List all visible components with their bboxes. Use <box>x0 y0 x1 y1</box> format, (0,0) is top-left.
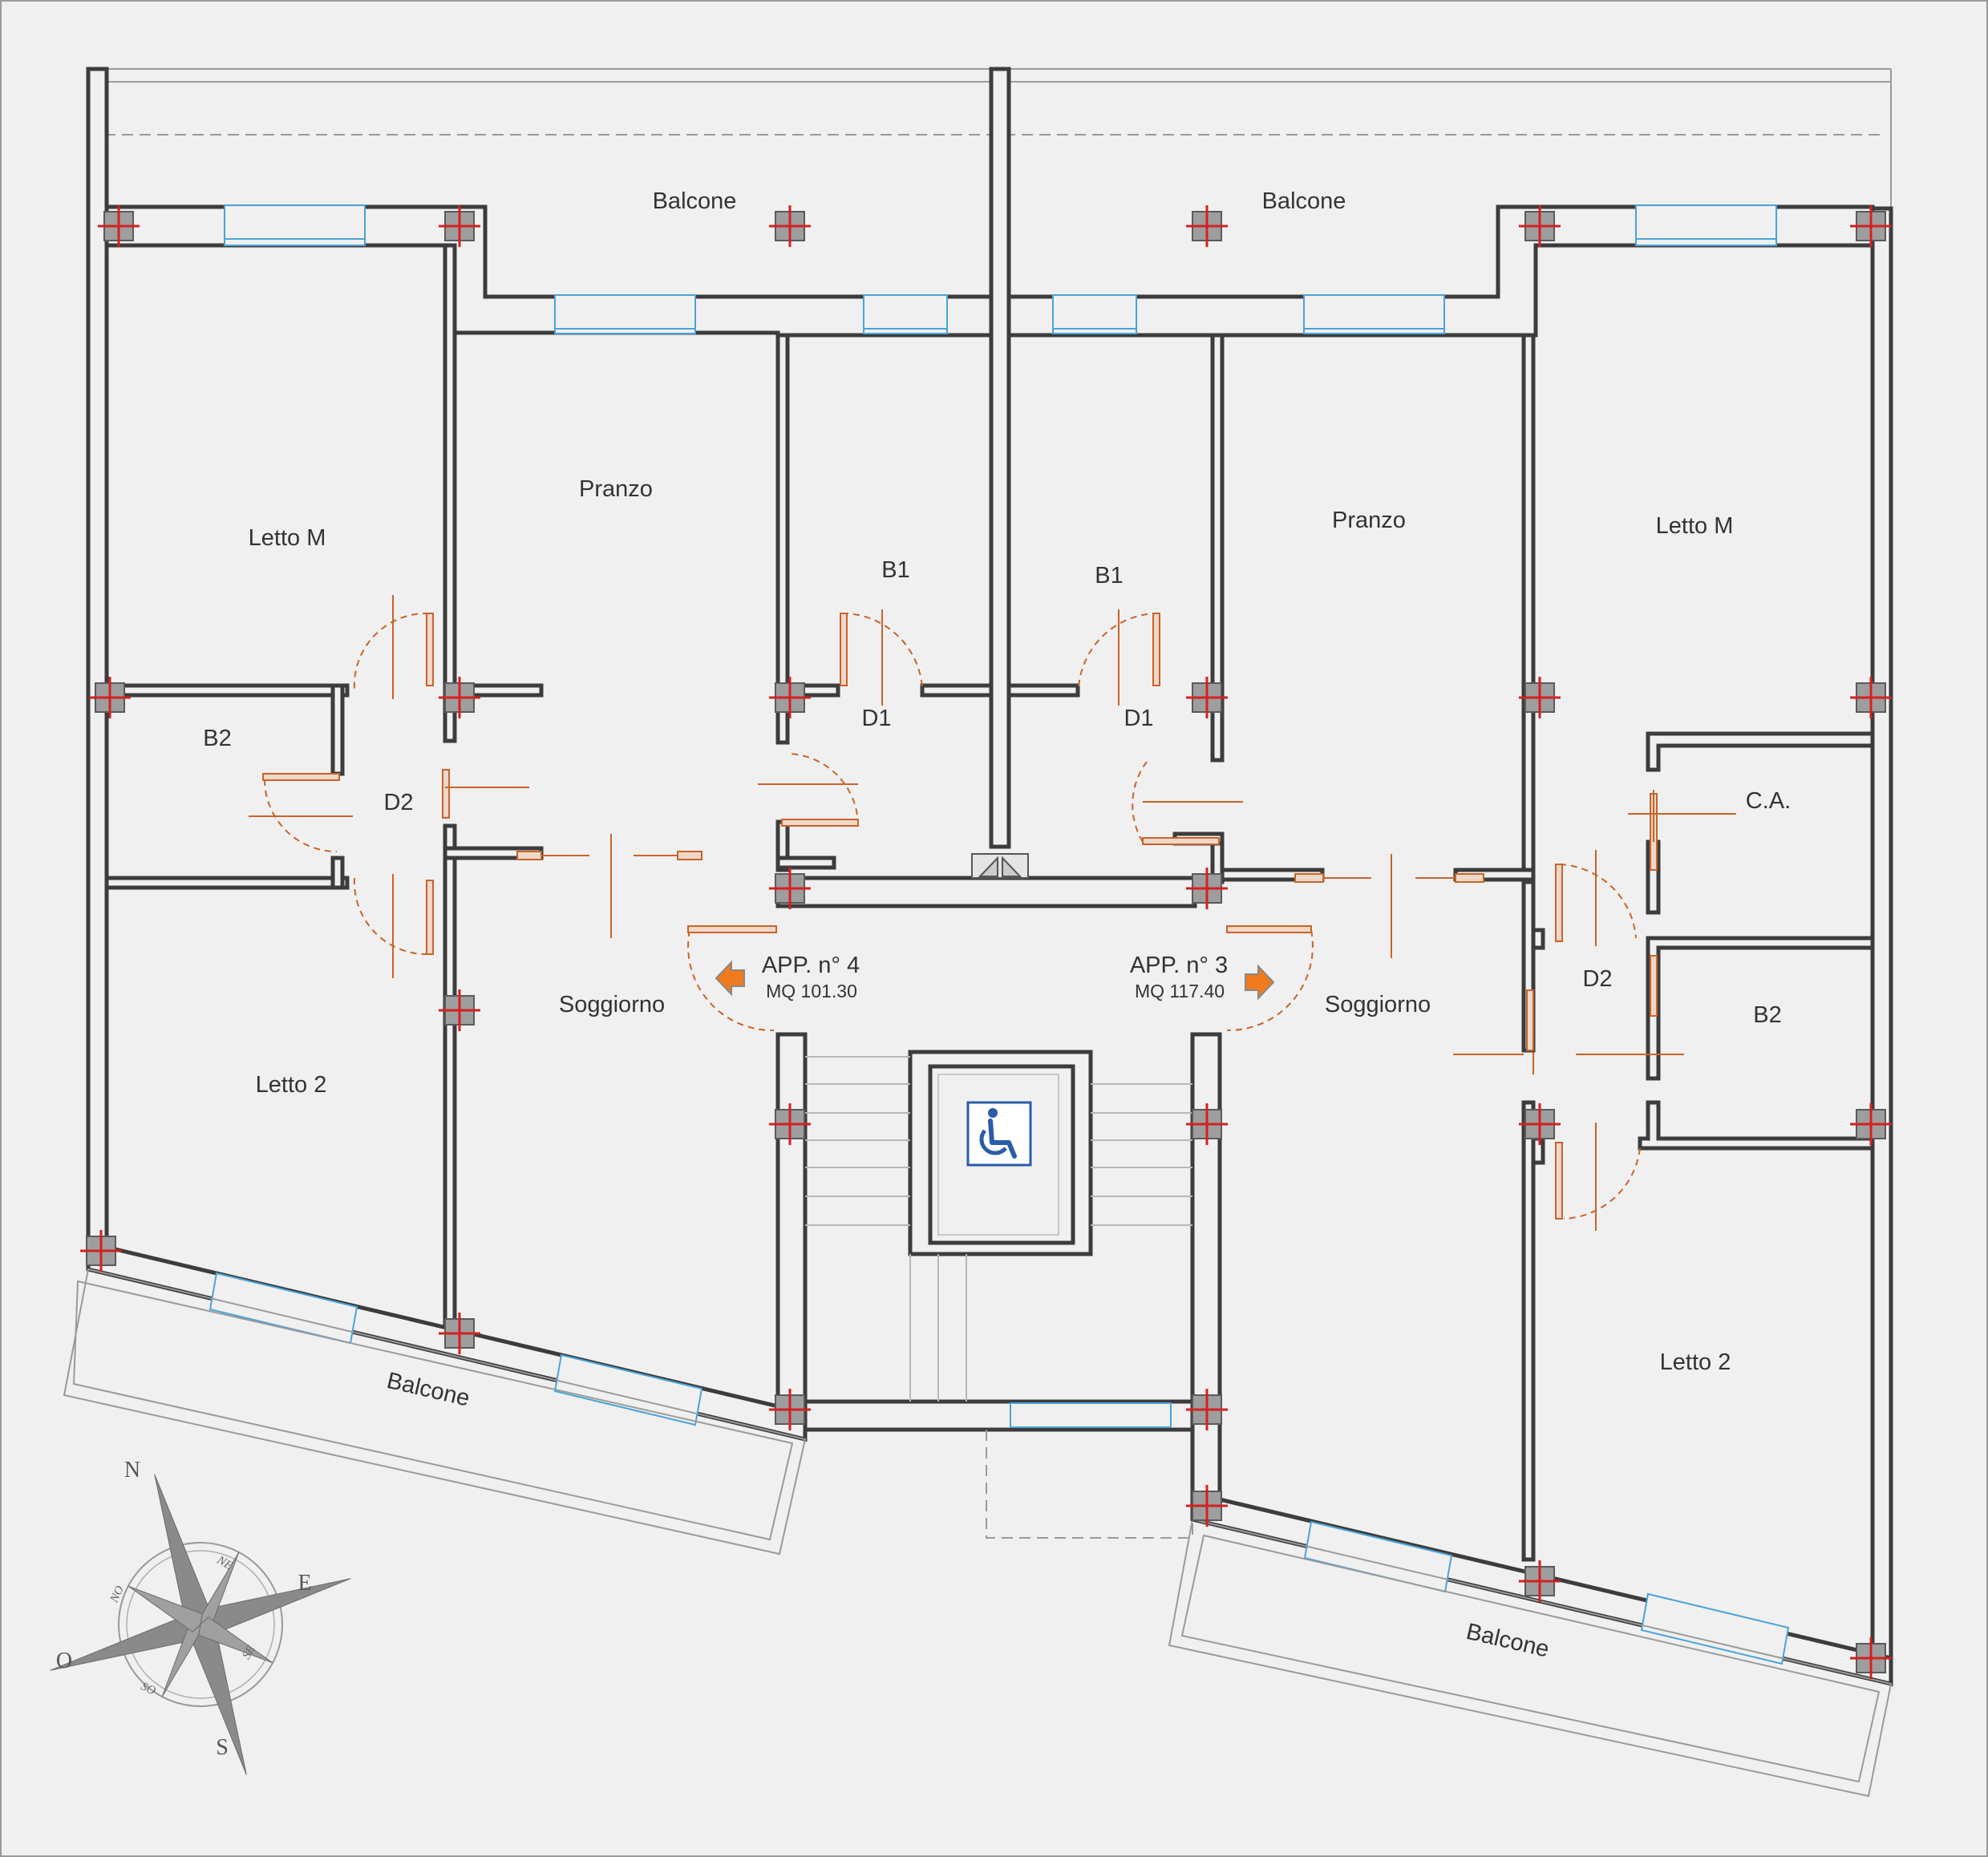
apartment-titles: APP. n° 4 MQ 101.30 APP. n° 3 MQ 117.40 <box>762 953 1228 1001</box>
column-25 <box>1519 1560 1561 1602</box>
column-13 <box>769 868 811 909</box>
column-26 <box>1850 1637 1892 1679</box>
south-windows <box>209 1272 1790 1665</box>
compass-rose: N E S O NE SE SO NO <box>50 1458 351 1775</box>
column-16 <box>769 1103 811 1145</box>
doors <box>249 595 1736 1231</box>
structural-columns <box>80 205 1892 1679</box>
compass-so-label: SO <box>139 1680 158 1697</box>
column-12 <box>1850 677 1892 718</box>
column-17 <box>1186 1103 1228 1145</box>
room-labels: Balcone Letto M Pranzo B1 B2 D2 D1 Soggi… <box>203 188 1791 1663</box>
app4-area: MQ 101.30 <box>766 981 857 1001</box>
soggiorno-app4-label: Soggiorno <box>559 992 665 1018</box>
compass-n-label: N <box>124 1458 140 1483</box>
b2-app3-label: B2 <box>1753 1002 1781 1028</box>
pranzo-app4-label: Pranzo <box>579 476 653 502</box>
letto-m-app3-label: Letto M <box>1656 513 1734 539</box>
column-22 <box>769 1389 811 1430</box>
b1-app4-label: B1 <box>881 557 909 583</box>
column-5 <box>1519 205 1561 247</box>
b1-app3-label: B1 <box>1095 563 1123 589</box>
compass-e-label: E <box>298 1571 311 1596</box>
letto-2-app4-label: Letto 2 <box>256 1072 327 1098</box>
app3-title: APP. n° 3 <box>1130 953 1228 978</box>
column-8 <box>439 677 480 718</box>
compass-s-label: S <box>216 1735 229 1760</box>
compass-se-label: SE <box>240 1644 257 1661</box>
letto-2-app3-label: Letto 2 <box>1660 1349 1731 1375</box>
balcone-north-app4-label: Balcone <box>653 188 737 214</box>
soggiorno-app3-label: Soggiorno <box>1325 992 1431 1018</box>
b2-app4-label: B2 <box>203 726 231 751</box>
column-18 <box>1519 1103 1561 1145</box>
compass-o-label: O <box>56 1649 72 1673</box>
north-windows <box>224 204 1777 334</box>
d2-app3-label: D2 <box>1582 966 1612 992</box>
d1-app4-label: D1 <box>861 706 891 731</box>
entrance-window <box>1010 1402 1172 1428</box>
column-15 <box>439 989 480 1031</box>
column-3 <box>769 205 811 247</box>
ca-app3-label: C.A. <box>1746 788 1791 814</box>
app3-area: MQ 117.40 <box>1135 981 1225 1001</box>
wheelchair-icon <box>966 1101 1032 1167</box>
d1-app3-label: D1 <box>1124 706 1153 731</box>
d2-app4-label: D2 <box>383 790 413 815</box>
column-20 <box>80 1230 122 1272</box>
column-19 <box>1850 1103 1892 1145</box>
balcone-north-app3-label: Balcone <box>1262 188 1346 214</box>
column-2 <box>439 205 480 247</box>
column-1 <box>98 205 140 247</box>
column-24 <box>1186 1485 1228 1527</box>
column-21 <box>439 1313 480 1354</box>
pranzo-app3-label: Pranzo <box>1332 508 1406 533</box>
column-4 <box>1186 205 1228 247</box>
column-11 <box>1519 677 1561 718</box>
column-14 <box>1186 868 1228 909</box>
column-7 <box>89 677 131 718</box>
column-6 <box>1850 205 1892 247</box>
column-9 <box>769 677 811 718</box>
column-23 <box>1186 1389 1228 1430</box>
lift-door <box>971 853 1029 879</box>
south-balcony-parapets <box>63 1268 1893 1798</box>
arrow-right-icon <box>1245 964 1275 1001</box>
column-10 <box>1186 677 1228 718</box>
stair-treads <box>805 1056 1192 1402</box>
entrance-steps <box>986 1430 1193 1539</box>
arrow-left-icon <box>715 960 745 997</box>
letto-m-app4-label: Letto M <box>249 525 326 551</box>
app4-title: APP. n° 4 <box>762 953 860 978</box>
